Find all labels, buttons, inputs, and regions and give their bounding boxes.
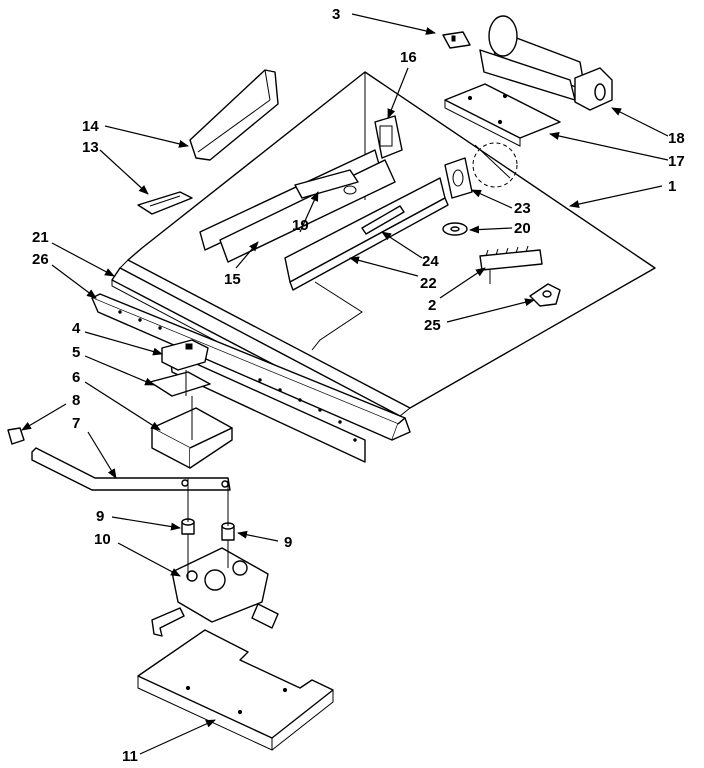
callout-3: 3	[332, 6, 340, 23]
part-17-motor-bracket	[444, 83, 561, 147]
callout-16: 16	[400, 49, 417, 66]
callout-8: 8	[72, 392, 80, 409]
part-10-mechanism	[151, 547, 279, 637]
assembly-lines	[185, 370, 229, 580]
callout-6: 6	[72, 369, 80, 386]
part-2-terminal-strip	[479, 245, 543, 284]
callout-1: 1	[668, 178, 676, 195]
part-26-front-rail	[91, 293, 411, 463]
callout-24: 24	[422, 253, 439, 270]
part-24-strip	[361, 205, 405, 235]
callout-26: 26	[32, 251, 49, 268]
callout-14: 14	[82, 118, 99, 135]
callout-7: 7	[72, 415, 80, 432]
part-13-plate	[137, 191, 193, 215]
part-3-clip	[442, 31, 471, 49]
callout-10: 10	[94, 531, 111, 548]
callout-15: 15	[224, 271, 241, 288]
callout-18: 18	[668, 130, 685, 147]
callout-labels: 3 16 14 13 18 17 1 23 19 20 21 24 26 15 …	[32, 6, 685, 765]
callout-5: 5	[72, 344, 80, 361]
part-20-grommet	[442, 222, 468, 236]
callout-25: 25	[424, 317, 441, 334]
part-25-clamp	[529, 283, 561, 307]
rail-holes	[118, 310, 357, 442]
callout-13: 13	[82, 139, 99, 156]
part-14-duct-hood	[189, 69, 279, 161]
callout-22: 22	[420, 275, 437, 292]
callout-11: 11	[122, 748, 138, 765]
callout-17: 17	[668, 153, 685, 170]
callout-20: 20	[514, 220, 531, 237]
part-11-bottom-plate	[137, 629, 334, 751]
part-18-blower-motor	[479, 15, 613, 111]
callout-21: 21	[32, 229, 49, 246]
part-19-duct-clip	[294, 169, 359, 199]
callout-4: 4	[72, 320, 81, 337]
leader-lines	[21, 13, 669, 755]
callout-9-left: 9	[96, 508, 104, 525]
callout-19: 19	[292, 217, 309, 234]
callout-9-right: 9	[284, 534, 292, 551]
hidden-outline	[472, 142, 518, 188]
callout-23: 23	[514, 200, 531, 217]
part-7-link-arm	[31, 447, 231, 491]
part-8-knob	[7, 427, 25, 445]
part-4-switch	[161, 339, 209, 371]
part-5-insulator	[149, 371, 211, 397]
callout-2: 2	[428, 297, 436, 314]
